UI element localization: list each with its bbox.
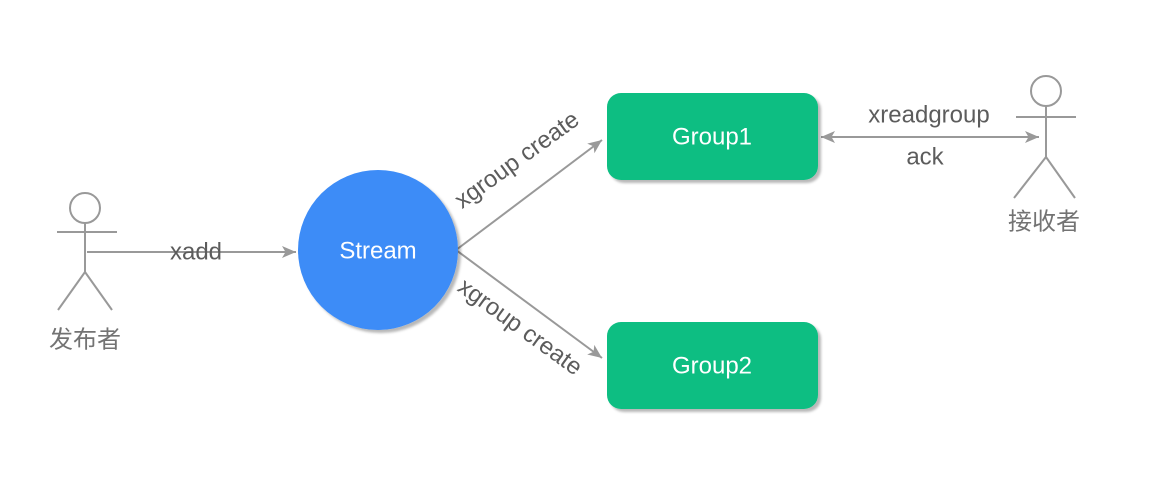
edge-xgroup-create-group2-line — [455, 249, 603, 359]
receiver-actor: 接收者 — [1008, 75, 1080, 236]
edge-xreadgroup-label: xreadgroup — [868, 102, 989, 129]
edge-xgroup-create-group1-line — [455, 139, 603, 251]
person-icon — [1013, 75, 1076, 199]
group1-node: Group1 — [607, 93, 818, 180]
edge-ack-label: ack — [906, 144, 944, 171]
person-icon — [57, 192, 117, 311]
group2-label: Group2 — [672, 353, 752, 380]
group2-node: Group2 — [607, 322, 818, 409]
group1-rect — [607, 93, 818, 180]
publisher-actor: 发布者 — [49, 192, 121, 354]
group1-label: Group1 — [672, 124, 752, 151]
receiver-leg-left — [1013, 156, 1047, 199]
edge-xgroup-create-group1-label: xgroup create — [450, 106, 585, 214]
receiver-head — [1030, 75, 1062, 107]
publisher-label: 发布者 — [49, 327, 121, 354]
edge-xadd: xadd — [87, 239, 296, 266]
publisher-leg-right — [84, 271, 113, 311]
receiver-label: 接收者 — [1008, 209, 1080, 236]
group2-rect — [607, 322, 818, 409]
stream-label: Stream — [339, 238, 416, 265]
stream-node: Stream — [298, 170, 458, 330]
stream-circle — [298, 170, 458, 330]
edge-xgroup-create-group2: xgroup create — [453, 249, 603, 381]
edge-xadd-label: xadd — [170, 239, 222, 266]
publisher-leg-left — [57, 271, 86, 311]
edge-xreadgroup-ack: xreadgroup ack — [821, 102, 1039, 171]
publisher-head — [69, 192, 101, 224]
edge-xgroup-create-group1: xgroup create — [450, 106, 603, 251]
receiver-leg-right — [1045, 156, 1076, 199]
edge-xgroup-create-group2-label: xgroup create — [453, 273, 588, 381]
